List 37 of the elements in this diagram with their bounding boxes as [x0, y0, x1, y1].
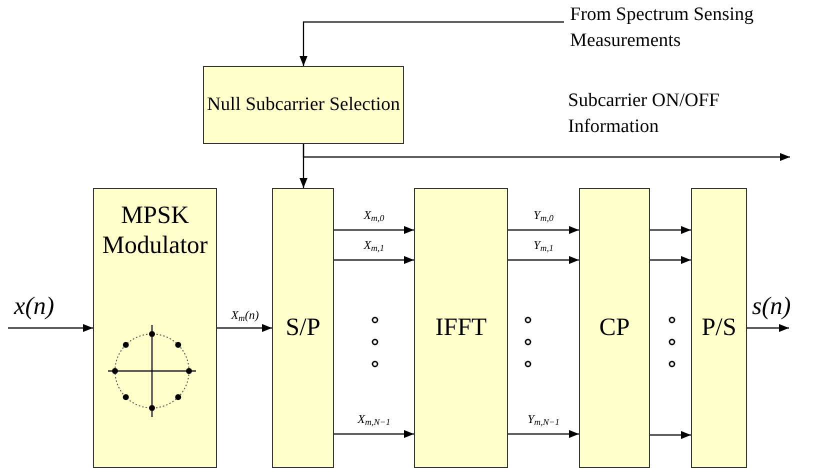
arrow	[334, 256, 414, 264]
arrow	[334, 430, 414, 438]
arrow	[650, 256, 691, 264]
arrow	[217, 324, 272, 332]
edge-label: X$_{m}$(n)	[230, 307, 260, 324]
edge-label: Y$_{m,0}$	[532, 207, 554, 224]
edge-label: Subcarrier ON/OFF Information	[568, 89, 720, 139]
process-block	[691, 188, 747, 468]
block-label: P/S	[702, 313, 736, 344]
arrow	[650, 431, 691, 439]
process-block	[579, 188, 650, 468]
process-block	[272, 188, 334, 468]
block-label: CP	[599, 313, 630, 344]
arrow	[302, 144, 790, 161]
process-block	[93, 188, 217, 468]
edge-label: x(n)	[14, 292, 56, 322]
edge-label: Y$_{m,N−1}$	[526, 411, 560, 428]
arrow	[300, 21, 564, 66]
arrow	[747, 324, 789, 332]
arrow	[508, 430, 579, 438]
arrow	[334, 226, 414, 234]
block-label: Null Subcarrier Selection	[206, 93, 400, 117]
process-block	[414, 188, 508, 468]
block-label: IFFT	[435, 313, 487, 344]
block-label: S/P	[286, 313, 320, 344]
edge-label: X$_{m,0}$	[362, 207, 386, 224]
edge-label: Y$_{m,1}$	[532, 237, 554, 254]
process-block	[203, 66, 404, 144]
arrow	[508, 256, 579, 264]
block-label: From Spectrum Sensing Measurements	[570, 3, 755, 53]
arrow	[508, 226, 579, 234]
edge-label: X$_{m,N−1}$	[356, 411, 392, 428]
block-label: MPSK Modulator	[101, 201, 209, 261]
edge-label: X$_{m,1}$	[362, 237, 386, 254]
edge-label: s(n)	[752, 292, 792, 322]
arrow	[650, 226, 691, 234]
arrow	[8, 324, 93, 332]
